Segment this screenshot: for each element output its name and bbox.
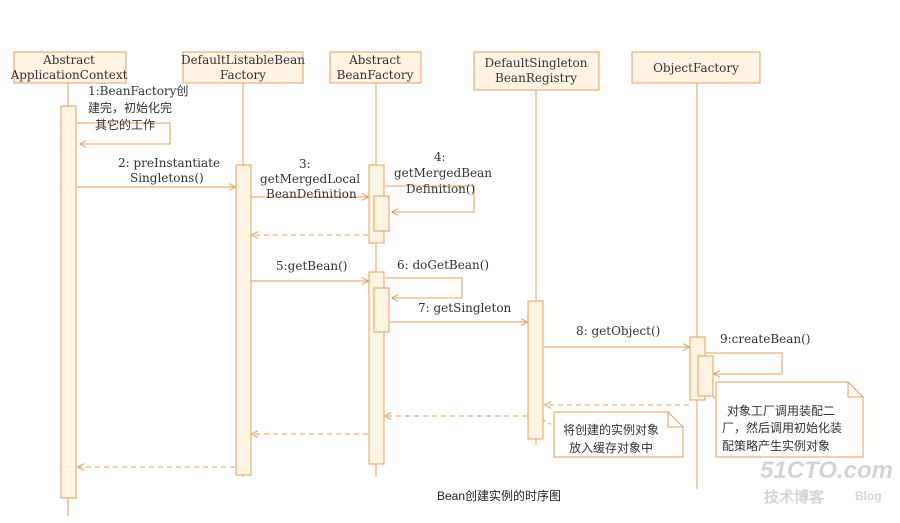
message-label-5: 5:getBean() — [276, 259, 347, 273]
participant-label-default-listable-bean-factory-line1: DefaultListableBean — [181, 53, 305, 67]
participant-label-abstract-bean-factory-line2: BeanFactory — [337, 68, 414, 82]
activation-bars — [60, 105, 714, 499]
activation-application-context — [60, 105, 77, 499]
message-label-2-line2: Singletons() — [130, 171, 204, 185]
message-label-9: 9:createBean() — [720, 332, 810, 346]
note-registry-anchor — [542, 419, 555, 427]
message-label-6: 6: doGetBean() — [397, 258, 489, 272]
note-registry-line2: 放入缓存对象中 — [569, 440, 653, 455]
participant-box-application-context — [13, 51, 127, 84]
message-label-1-line1: 1:BeanFactory创 — [88, 84, 188, 98]
message-label-3-line2: getMergedLocal — [260, 172, 360, 186]
message-arrow-1-self — [77, 122, 171, 144]
message-label-7: 7: getSingleton — [418, 301, 512, 315]
message-label-2-line1: 2: preInstantiate — [118, 156, 220, 170]
message-label-1-line3: 其它的工作 — [95, 117, 155, 132]
participant-label-default-listable-bean-factory-line2: Factory — [220, 68, 266, 82]
note-registry-box — [553, 411, 684, 458]
message-arrow-4-self — [385, 185, 475, 212]
note-object-factory-line3: 配策略产生实例对象 — [722, 438, 830, 453]
activation-object-factory-nested — [697, 355, 714, 397]
activation-abstract-bean-factory-b-nested — [373, 287, 390, 333]
message-arrows — [77, 122, 783, 467]
message-label-4-line3: Definition() — [406, 182, 475, 196]
participant-boxes — [13, 51, 761, 91]
participant-label-application-context-line2: ApplicationContext — [10, 68, 128, 82]
message-label-4-line2: getMergedBean — [394, 166, 492, 180]
diagram-caption: Bean创建实例的时序图 — [437, 488, 561, 503]
message-label-1-line2: 建完，初始化完 — [88, 100, 172, 115]
message-label-3-line3: BeanDefinition — [266, 187, 357, 201]
message-arrow-9-self — [706, 352, 783, 374]
note-object-factory-box — [715, 381, 864, 458]
note-object-factory-line2: 厂，然后调用初始化装 — [722, 420, 842, 435]
activation-abstract-bean-factory-a-nested — [373, 195, 390, 232]
participant-label-object-factory: ObjectFactory — [653, 61, 739, 75]
participant-box-abstract-bean-factory — [329, 51, 422, 84]
message-label-3-line1: 3: — [299, 157, 311, 171]
participant-box-default-listable-bean-factory — [182, 51, 304, 84]
participant-box-object-factory — [631, 51, 761, 84]
note-object-factory-fold — [847, 382, 863, 398]
message-arrow-6-self — [385, 277, 463, 298]
activation-default-singleton-bean-registry — [527, 300, 544, 440]
participant-label-abstract-bean-factory-line1: Abstract — [348, 53, 401, 67]
watermark-logo: 51CTO.com — [760, 457, 893, 484]
watermark-suffix: Blog — [855, 489, 882, 503]
note-registry-fold — [667, 412, 683, 428]
participant-label-default-singleton-bean-registry-line1: DefaultSingleton — [485, 56, 588, 70]
activation-default-listable-bean-factory — [235, 164, 252, 476]
note-registry-line1: 将创建的实例对象 — [563, 422, 659, 437]
participant-label-default-singleton-bean-registry-line2: BeanRegistry — [495, 71, 577, 85]
participant-label-application-context-line1: Abstract — [42, 53, 95, 67]
notes — [542, 381, 864, 458]
message-label-4-line1: 4: — [434, 150, 446, 164]
message-label-8: 8: getObject() — [576, 324, 660, 338]
note-object-factory-line1: 对象工厂调用装配二 — [727, 404, 835, 418]
participant-box-default-singleton-bean-registry — [473, 51, 600, 91]
note-object-factory-anchor — [712, 395, 717, 401]
watermark: 51CTO.com 技术博客 Blog — [760, 457, 893, 506]
watermark-tagline: 技术博客 — [764, 488, 825, 506]
